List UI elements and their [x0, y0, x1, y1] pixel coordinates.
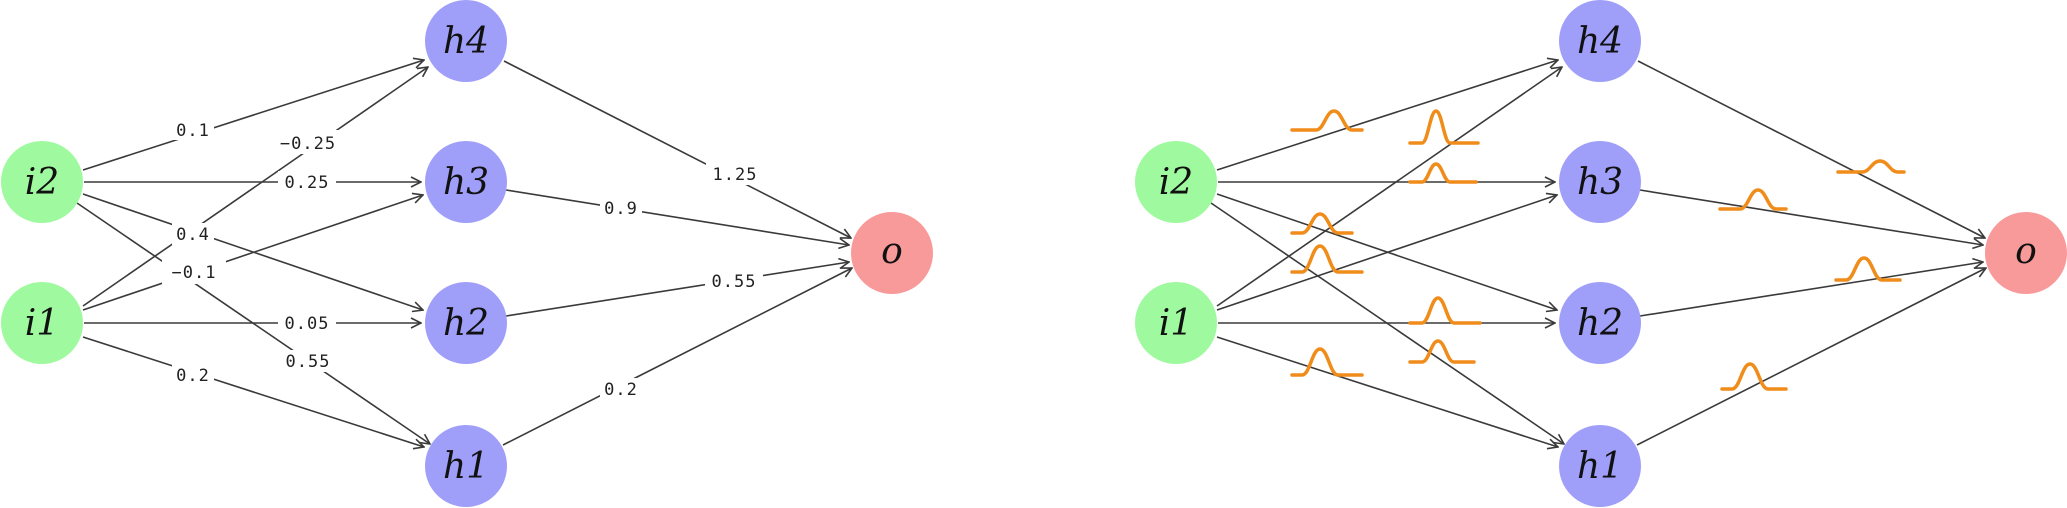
weight-label-h2-o: 0.55: [705, 270, 763, 292]
svg-text:0.05: 0.05: [285, 314, 330, 334]
node-label: o: [2015, 231, 2037, 272]
left-weight-labels: 0.1 −0.25 0.25 0.4 −0.1 0.05: [162, 118, 764, 400]
left-network: 0.1 −0.25 0.25 0.4 −0.1 0.05: [1, 0, 933, 507]
gaussian-distribution-icon: [1718, 188, 1788, 211]
gaussian-distribution-icon: [1834, 256, 1902, 282]
edge-h4-o: [1637, 60, 1985, 238]
svg-text:0.1: 0.1: [176, 121, 210, 141]
edge-h3-o: [1639, 189, 1983, 245]
input-node-i1: i1: [1, 282, 83, 364]
node-label: i1: [25, 303, 59, 344]
edge-i2-h2: [82, 193, 423, 310]
edge-i2-h4: [82, 60, 424, 171]
node-label: h4: [1577, 21, 1623, 62]
edge-i2-h2: [1216, 193, 1557, 310]
svg-text:0.55: 0.55: [712, 272, 757, 292]
gaussian-distribution-icon: [1408, 109, 1480, 145]
svg-text:0.4: 0.4: [176, 225, 210, 245]
edge-h2-o: [505, 262, 849, 317]
hidden-node-h1: h1: [1559, 425, 1641, 507]
weight-label-i2-h2: 0.4: [172, 223, 214, 245]
svg-text:−0.25: −0.25: [280, 134, 336, 154]
edge-i2-h4: [1216, 60, 1558, 171]
hidden-node-h2: h2: [425, 282, 507, 364]
edge-h4-o: [503, 60, 851, 238]
node-label: o: [881, 231, 903, 272]
left-edges: [76, 60, 852, 447]
gaussian-distribution-icon: [1408, 162, 1478, 184]
svg-text:0.9: 0.9: [604, 199, 638, 219]
weight-label-i1-h2: 0.05: [278, 312, 336, 334]
left-nodes: i2 i1 h4 h3 h2 h1: [1, 0, 933, 507]
gaussian-distribution-icon: [1720, 362, 1788, 391]
hidden-node-h4: h4: [1559, 0, 1641, 82]
hidden-node-h2: h2: [1559, 282, 1641, 364]
weight-label-i1-h3: −0.1: [162, 260, 226, 284]
right-weight-distributions: [1290, 109, 1906, 391]
gaussian-distribution-icon: [1290, 347, 1364, 377]
output-node-o: o: [851, 212, 933, 294]
input-node-i1: i1: [1135, 282, 1217, 364]
node-label: i2: [1159, 162, 1193, 203]
right-nodes: i2 i1 h4 h3 h2 h1: [1135, 0, 2067, 507]
gaussian-distribution-icon: [1836, 159, 1906, 174]
weight-label-h3-o: 0.9: [600, 197, 642, 219]
edge-h2-o: [1639, 262, 1983, 317]
edge-i1-h1: [1216, 336, 1558, 447]
hidden-node-h4: h4: [425, 0, 507, 82]
svg-text:−0.1: −0.1: [172, 263, 217, 283]
node-label: h2: [1577, 303, 1623, 344]
hidden-node-h1: h1: [425, 425, 507, 507]
edge-i1-h1: [82, 336, 424, 447]
svg-text:1.25: 1.25: [713, 165, 758, 185]
input-node-i2: i2: [1135, 141, 1217, 223]
node-label: i2: [25, 162, 59, 203]
weight-label-i2-h4: 0.1: [172, 118, 214, 141]
node-label: h1: [443, 446, 489, 487]
svg-text:0.2: 0.2: [176, 366, 210, 386]
gaussian-distribution-icon: [1290, 212, 1354, 235]
gaussian-distribution-icon: [1408, 296, 1482, 325]
gaussian-distribution-icon: [1290, 109, 1364, 132]
weight-label-h1-o: 0.2: [600, 378, 642, 400]
gaussian-distribution-icon: [1290, 244, 1364, 274]
input-node-i2: i2: [1, 141, 83, 223]
node-label: i1: [1159, 303, 1193, 344]
node-label: h2: [443, 303, 489, 344]
weight-label-i1-h4: −0.25: [270, 130, 346, 154]
hidden-node-h3: h3: [425, 141, 507, 223]
node-label: h3: [443, 162, 489, 203]
weight-label-h4-o: 1.25: [706, 163, 764, 185]
right-network: i2 i1 h4 h3 h2 h1: [1135, 0, 2067, 507]
edge-h1-o: [502, 268, 852, 446]
right-edges: [1210, 60, 1986, 447]
edge-i1-h4: [82, 67, 428, 307]
weight-label-i2-h3: 0.25: [278, 171, 336, 193]
hidden-node-h3: h3: [1559, 141, 1641, 223]
node-label: h3: [1577, 162, 1623, 203]
edge-i2-h1: [76, 202, 430, 444]
svg-text:0.55: 0.55: [286, 352, 331, 372]
svg-text:0.25: 0.25: [285, 173, 330, 193]
node-label: h4: [443, 21, 489, 62]
weight-label-i2-h1: 0.55: [279, 350, 337, 372]
svg-text:0.2: 0.2: [604, 380, 638, 400]
output-node-o: o: [1985, 212, 2067, 294]
edge-i1-h4: [1216, 67, 1562, 307]
edge-h3-o: [505, 189, 849, 245]
edge-i2-h1: [1210, 202, 1564, 444]
weight-label-i1-h1: 0.2: [172, 364, 214, 386]
gaussian-distribution-icon: [1408, 339, 1476, 364]
edge-h1-o: [1636, 268, 1986, 446]
node-label: h1: [1577, 446, 1623, 487]
